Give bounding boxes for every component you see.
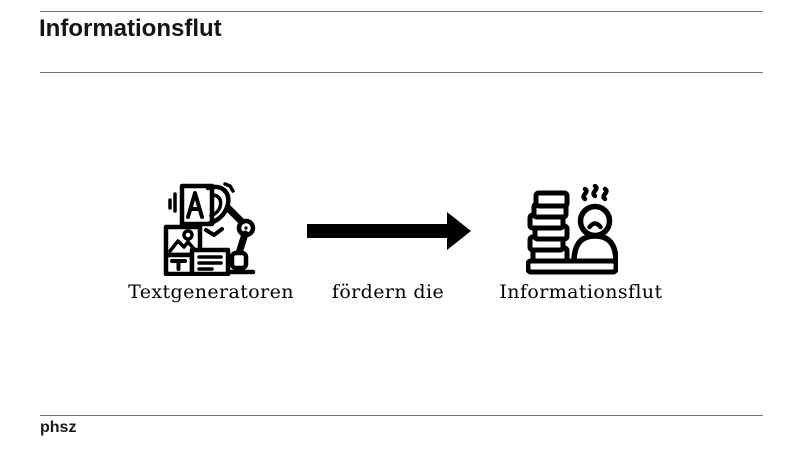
person-body [571,233,618,265]
person-head [577,203,613,239]
text-generator-robot-arm-icon [163,182,256,276]
footer-rule [40,415,763,416]
target-label: Informationsflut [499,281,663,303]
top-rule [40,11,763,12]
robot-foot [229,250,249,271]
gripper-claw [205,184,231,227]
letter-t-glyph [170,259,187,271]
image-sun [182,229,194,241]
base-shelf [526,258,618,275]
information-overload-icon [526,184,618,275]
arrow-right-icon [307,212,471,250]
book [533,190,570,209]
chevron-mark [204,227,224,237]
relation-label: fördern die [331,281,445,303]
text-lines [197,255,223,271]
stress-squiggle [601,186,609,202]
arrow-shape [307,212,471,250]
stress-squiggle [591,184,599,199]
letter-a-glyph [186,191,204,219]
source-label: Textgeneratoren [128,281,294,303]
robot-lower-arm [235,230,249,257]
frown-mouth [587,221,603,230]
paper-sheet [179,183,215,227]
elbow-pivot [244,226,248,230]
image-mountains [168,239,198,253]
gripper-claw-inner [209,193,223,218]
header-rule [40,72,763,73]
footer-logo: phsz [40,419,77,436]
slide-title: Informationsflut [39,15,222,42]
spark-mark [223,182,235,193]
stress-squiggle [581,186,589,202]
